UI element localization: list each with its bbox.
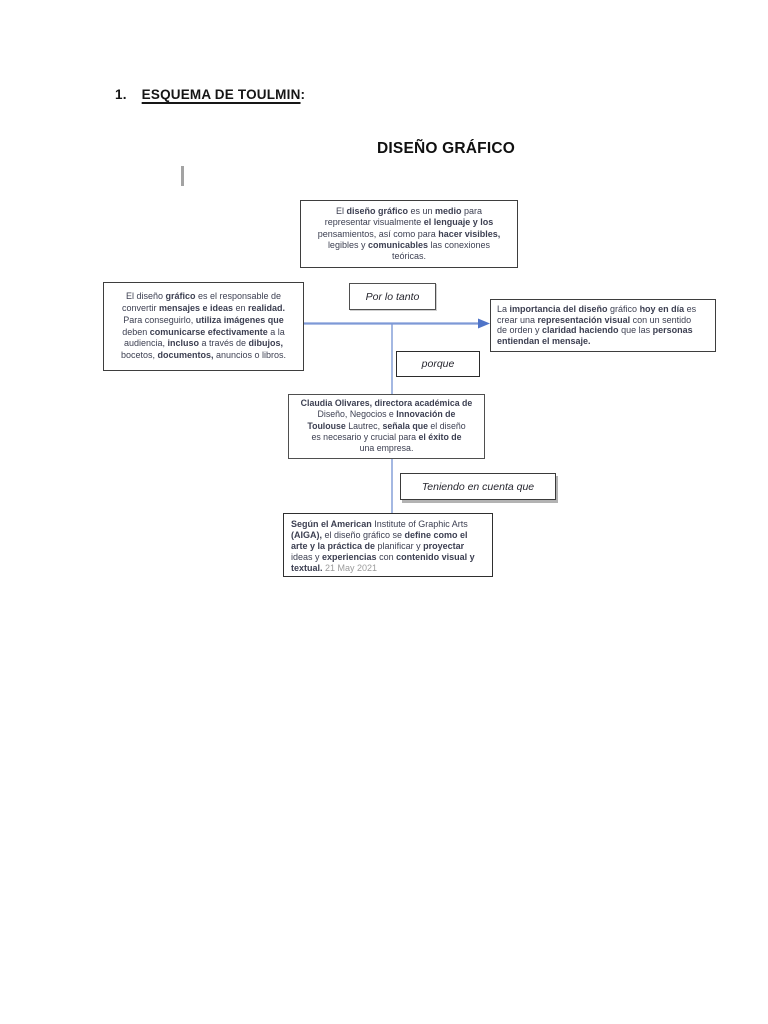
conclusion-box: La importancia del diseño gráfico hoy en… (490, 299, 716, 352)
warrant-box: Claudia Olivares, directora académica de… (288, 394, 485, 459)
connector-label-por-lo-tanto: Por lo tanto (349, 283, 436, 310)
connector-arrowhead (478, 318, 490, 329)
connector-label-teniendo-en-cuenta-que: Teniendo en cuenta que (400, 473, 556, 500)
connector-label-porque: porque (396, 351, 480, 377)
heading-colon: : (300, 87, 306, 102)
text-cursor-mark (181, 166, 184, 186)
section-heading: 1. ESQUEMA DE TOULMIN: (115, 87, 305, 102)
backing-box: Según el American Institute of Graphic A… (283, 513, 493, 577)
heading-number: 1. (115, 87, 127, 102)
diagram-title: DISEÑO GRÁFICO (377, 140, 516, 157)
heading-title: ESQUEMA DE TOULMIN (141, 87, 301, 102)
